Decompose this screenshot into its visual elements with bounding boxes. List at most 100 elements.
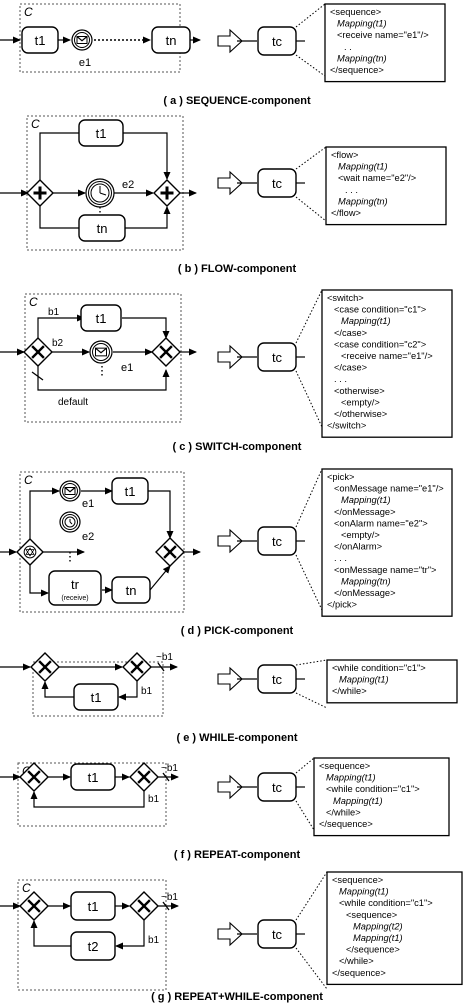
code-line: . . . xyxy=(334,374,347,384)
default-branch-arrow xyxy=(37,366,170,391)
exclusive-join-gateway-x-stroke xyxy=(159,345,173,359)
tc-task-label: tc xyxy=(272,34,283,49)
dotted-link xyxy=(295,3,326,28)
code-line: </sequence> xyxy=(330,65,384,75)
receive-task-tr-box xyxy=(48,570,102,606)
container-box xyxy=(19,471,185,613)
transform-arrow xyxy=(217,170,243,196)
dotted-link xyxy=(295,659,328,666)
default-slash xyxy=(157,662,165,672)
container-box xyxy=(32,661,164,717)
dotted-link xyxy=(295,468,323,528)
default-slash xyxy=(162,772,170,782)
code-line: Mapping(t1) xyxy=(341,316,391,326)
code-box xyxy=(321,468,453,617)
task-t1-box xyxy=(80,304,122,332)
event-label-e1: e1 xyxy=(82,498,94,510)
dotted-link xyxy=(295,370,323,428)
message-event-e1-envelope-flap xyxy=(64,487,76,493)
dotted-link xyxy=(295,692,328,709)
code-line: </sequence> xyxy=(319,819,373,829)
container-box xyxy=(24,293,182,423)
code-box xyxy=(324,3,446,83)
code-line: . . . xyxy=(334,553,347,563)
code-line: </switch> xyxy=(327,421,366,431)
transform-arrow xyxy=(217,921,243,947)
task-tn-label: tn xyxy=(126,583,137,598)
container-box-label: C xyxy=(31,117,40,131)
dotted-link xyxy=(295,289,323,344)
code-line: Mapping(t1) xyxy=(338,162,388,172)
code-line: Mapping(t1) xyxy=(353,933,403,943)
event-based-gateway xyxy=(16,538,44,566)
caption: ( c ) SWITCH-component xyxy=(173,441,302,453)
branch-label-b1: b1 xyxy=(141,686,153,697)
task-t1-label: t1 xyxy=(96,126,107,141)
dotted-link xyxy=(295,757,315,774)
tc-task-label: tc xyxy=(272,927,283,942)
container-box-label: C xyxy=(29,295,38,309)
transform-arrow xyxy=(217,28,243,54)
container-box-label: C xyxy=(22,881,31,895)
dotted-link xyxy=(295,947,328,990)
code-line: <case condition="c2"> xyxy=(334,339,426,349)
container-box xyxy=(17,879,167,991)
task-tn-label: tn xyxy=(97,221,108,236)
merge-arrow xyxy=(125,206,171,229)
dotted-link xyxy=(295,196,327,222)
code-line: <sequence> xyxy=(346,910,397,920)
code-line: <empty/> xyxy=(341,397,380,407)
message-event-e1-inner xyxy=(92,343,110,361)
branch-label-not-b1: ~b1 xyxy=(156,652,173,663)
tc-task-label: tc xyxy=(272,534,283,549)
code-line: Mapping(t1) xyxy=(339,675,389,685)
merge-arrow xyxy=(149,565,171,591)
task-t1-label: t1 xyxy=(91,690,102,705)
branch-arrow xyxy=(37,314,85,338)
exclusive-join-gateway-x-stroke xyxy=(163,545,177,559)
code-line: <switch> xyxy=(327,293,364,303)
branch-label-b1: b1 xyxy=(148,794,160,805)
default-slash xyxy=(31,371,44,381)
code-line: Mapping(t1) xyxy=(326,773,376,783)
code-line: <pick> xyxy=(327,472,354,482)
code-line: </flow> xyxy=(331,208,361,218)
code-box xyxy=(326,659,458,704)
dotted-link xyxy=(295,554,323,611)
branch-arrow xyxy=(39,206,87,232)
branch-label-b1: b1 xyxy=(48,307,60,318)
loop-merge-gateway-x-stroke xyxy=(27,899,41,913)
transform-arrow xyxy=(217,774,243,800)
merge-arrow xyxy=(148,490,174,539)
code-line: <sequence> xyxy=(330,7,381,17)
code-line: <flow> xyxy=(331,150,358,160)
code-line: <case condition="c1"> xyxy=(334,305,426,315)
loop-back-arrow xyxy=(30,791,145,808)
code-line: <empty/> xyxy=(341,530,380,540)
dotted-link xyxy=(295,54,326,77)
loop-back-arrow xyxy=(115,920,145,950)
code-line: <receive name="e1"/> xyxy=(341,351,433,361)
transform-arrow xyxy=(217,344,243,370)
event-label-e1: e1 xyxy=(121,362,133,374)
code-line: <onMessage name="e1"/> xyxy=(334,484,444,494)
merge-arrow xyxy=(122,317,170,339)
code-line: </onMessage> xyxy=(334,507,396,517)
timer-event-e2-clock-hand xyxy=(69,521,73,525)
default-slash xyxy=(162,901,170,911)
code-line: <wait name="e2"/> xyxy=(338,173,416,183)
task-t1-label: t1 xyxy=(125,484,136,499)
message-event-e1-inner xyxy=(74,32,90,48)
event-based-gateway-star xyxy=(25,547,35,555)
code-line: <sequence> xyxy=(319,761,370,771)
code-line: <receive name="e1"/> xyxy=(337,30,429,40)
caption: ( f ) REPEAT-component xyxy=(174,849,301,861)
code-box xyxy=(326,871,463,986)
code-line: </while> xyxy=(339,956,374,966)
branch-label-default: default xyxy=(58,397,88,408)
loop-back-arrow xyxy=(41,681,74,698)
event-label-e1: e1 xyxy=(79,57,91,69)
container-box xyxy=(17,762,167,827)
code-line: <onMessage name="tr"> xyxy=(334,565,436,575)
loop-back-arrow xyxy=(30,920,71,947)
